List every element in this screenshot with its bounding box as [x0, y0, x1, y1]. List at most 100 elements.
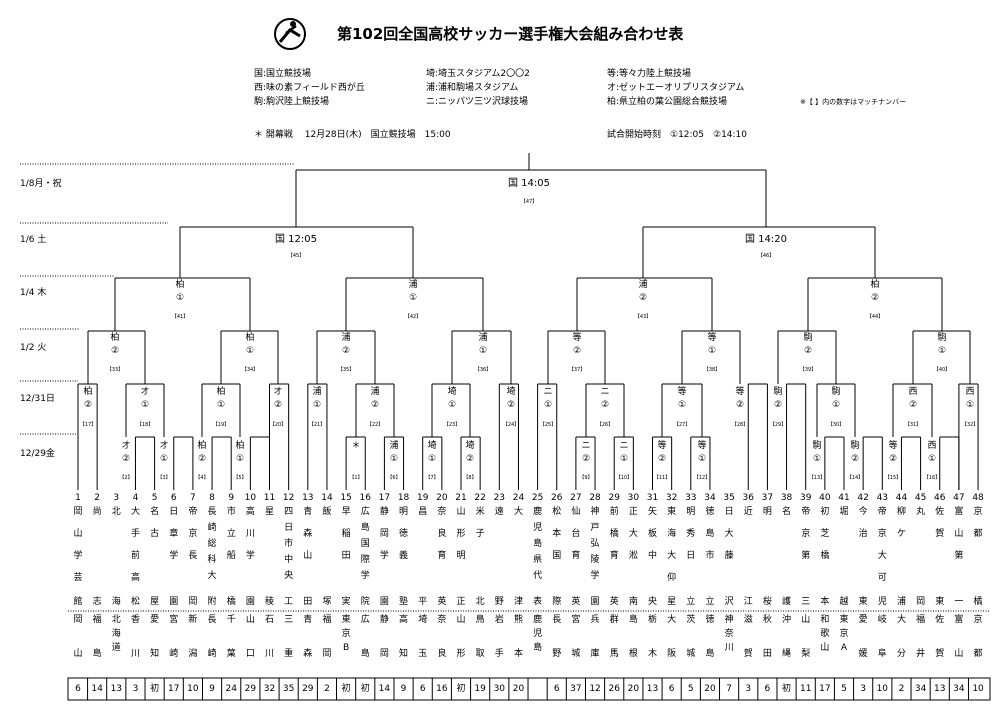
team-name-char: 際	[552, 595, 561, 607]
round16-number: 【38】	[704, 367, 720, 373]
team-name-char: 手	[131, 527, 140, 539]
team-name-char: 表	[533, 595, 542, 607]
team-number: 3	[113, 493, 119, 503]
team-name-char: 遠	[495, 505, 504, 517]
appearance-count: 9	[209, 684, 215, 694]
team-number: 45	[915, 493, 926, 503]
quarterfinal-slot: ①	[409, 293, 417, 303]
team-name-char: 仰	[667, 571, 676, 583]
appearance-table	[67, 677, 991, 701]
round1-slot: ①	[698, 454, 706, 464]
team-name-char: 南	[629, 595, 638, 607]
team-name-char: 代	[533, 570, 542, 581]
team-prefecture-char: B	[343, 643, 349, 653]
team-prefecture-char: 秋	[763, 613, 772, 625]
round16-venue: 浦	[341, 331, 350, 343]
team-name-char: 館	[73, 595, 82, 607]
team-name-char: 沢	[725, 595, 734, 607]
round2-slot: ①	[448, 400, 456, 410]
team-name-char: 市	[227, 505, 236, 517]
team-name-char: 北	[112, 506, 121, 517]
team-number: 2	[94, 493, 100, 503]
team-name-char: 田	[342, 550, 351, 561]
venue-legend-item: 埼:埼玉スタジアム2〇〇2	[426, 67, 530, 79]
team-prefecture-char: 手	[495, 647, 504, 659]
round1-slot: ①	[160, 454, 168, 464]
team-number: 9	[228, 493, 234, 503]
team-name-char: 山	[73, 528, 82, 539]
team-name-char: 陵	[591, 554, 600, 565]
team-prefecture-char: 埼	[418, 613, 427, 625]
appearance-count: 37	[570, 684, 581, 694]
team-name-char: 中	[648, 549, 657, 561]
quarterfinal-venue: 柏	[870, 278, 879, 290]
team-number: 31	[647, 493, 658, 503]
team-name-char: 央	[284, 569, 293, 581]
round-separators	[20, 163, 295, 435]
quarterfinal-venue: 柏	[175, 278, 184, 290]
round2-venue: ニ	[543, 387, 552, 397]
team-name-char: 柳	[897, 505, 906, 517]
team-name-char: 央	[648, 595, 657, 607]
appearance-count: 7	[726, 684, 732, 694]
round16-slot: ①	[246, 346, 254, 356]
semifinal-number: 【46】	[758, 253, 774, 259]
team-name-char: 徳	[399, 527, 408, 539]
team-name-char: 県	[533, 554, 542, 565]
team-prefecture-char: 川	[265, 649, 274, 659]
team-prefecture-char: 群	[610, 613, 619, 625]
team-name-char: 明	[399, 506, 408, 517]
team-number: 34	[704, 493, 716, 503]
semifinal-label: 国 12:05	[275, 233, 317, 245]
round1-venue: 西	[927, 440, 936, 451]
team-number: 38	[781, 493, 793, 503]
team-name-char: 日	[169, 506, 178, 517]
appearance-count: 13	[111, 684, 122, 694]
round2-venue: オ	[273, 386, 282, 397]
venue-legend-item: 柏:県立柏の葉公園総合競技場	[607, 95, 727, 107]
team-name-char: 園	[591, 596, 600, 607]
team-number: 28	[589, 493, 601, 503]
team-name-char: 橋	[227, 595, 236, 607]
team-name-char: 国	[552, 550, 561, 561]
appearance-count: 13	[647, 684, 658, 694]
team-number: 5	[152, 493, 158, 503]
quarterfinal-number: 【41】	[172, 314, 188, 320]
round1-number: 【1】	[349, 475, 362, 481]
team-number: 19	[417, 493, 429, 503]
round2-number: 【31】	[905, 422, 921, 428]
team-prefecture-char: 京	[342, 627, 351, 639]
team-name-char: 立	[227, 527, 236, 539]
team-name-char: 島	[533, 537, 542, 549]
round1-venue: ニ	[619, 441, 628, 451]
team-name-char: 園	[169, 596, 178, 607]
appearance-count: 3	[745, 684, 751, 694]
round-label-semifinal: 1/6 土	[20, 233, 46, 245]
team-prefecture-char: 大	[897, 613, 906, 625]
team-name-char: 大	[878, 549, 887, 561]
team-name-char: 東	[667, 505, 676, 517]
team-name-char: 近	[744, 505, 753, 517]
round1-slot: ①	[428, 454, 436, 464]
team-name-char: 徳	[705, 505, 714, 517]
team-name-char: 越	[839, 595, 848, 607]
team-name-char: 児	[878, 596, 887, 607]
team-prefecture-char: 川	[131, 649, 140, 659]
appearance-count: 初	[782, 682, 791, 694]
round2-venue: オ	[140, 386, 149, 397]
team-prefecture-char: 木	[648, 647, 657, 659]
team-prefecture-char: 沖	[782, 613, 791, 625]
appearance-count: 初	[456, 682, 465, 694]
match-labels: 国 14:05 【47】 国 12:05 【45】 国 14:20 【46】 柏…	[80, 177, 978, 481]
round16-slot: ①	[708, 346, 716, 356]
team-prefecture-char: 崎	[169, 647, 178, 659]
team-prefecture-char: 千	[227, 614, 236, 625]
team-name-char: 松	[552, 505, 561, 517]
team-prefecture-char: 鳥	[476, 613, 485, 625]
